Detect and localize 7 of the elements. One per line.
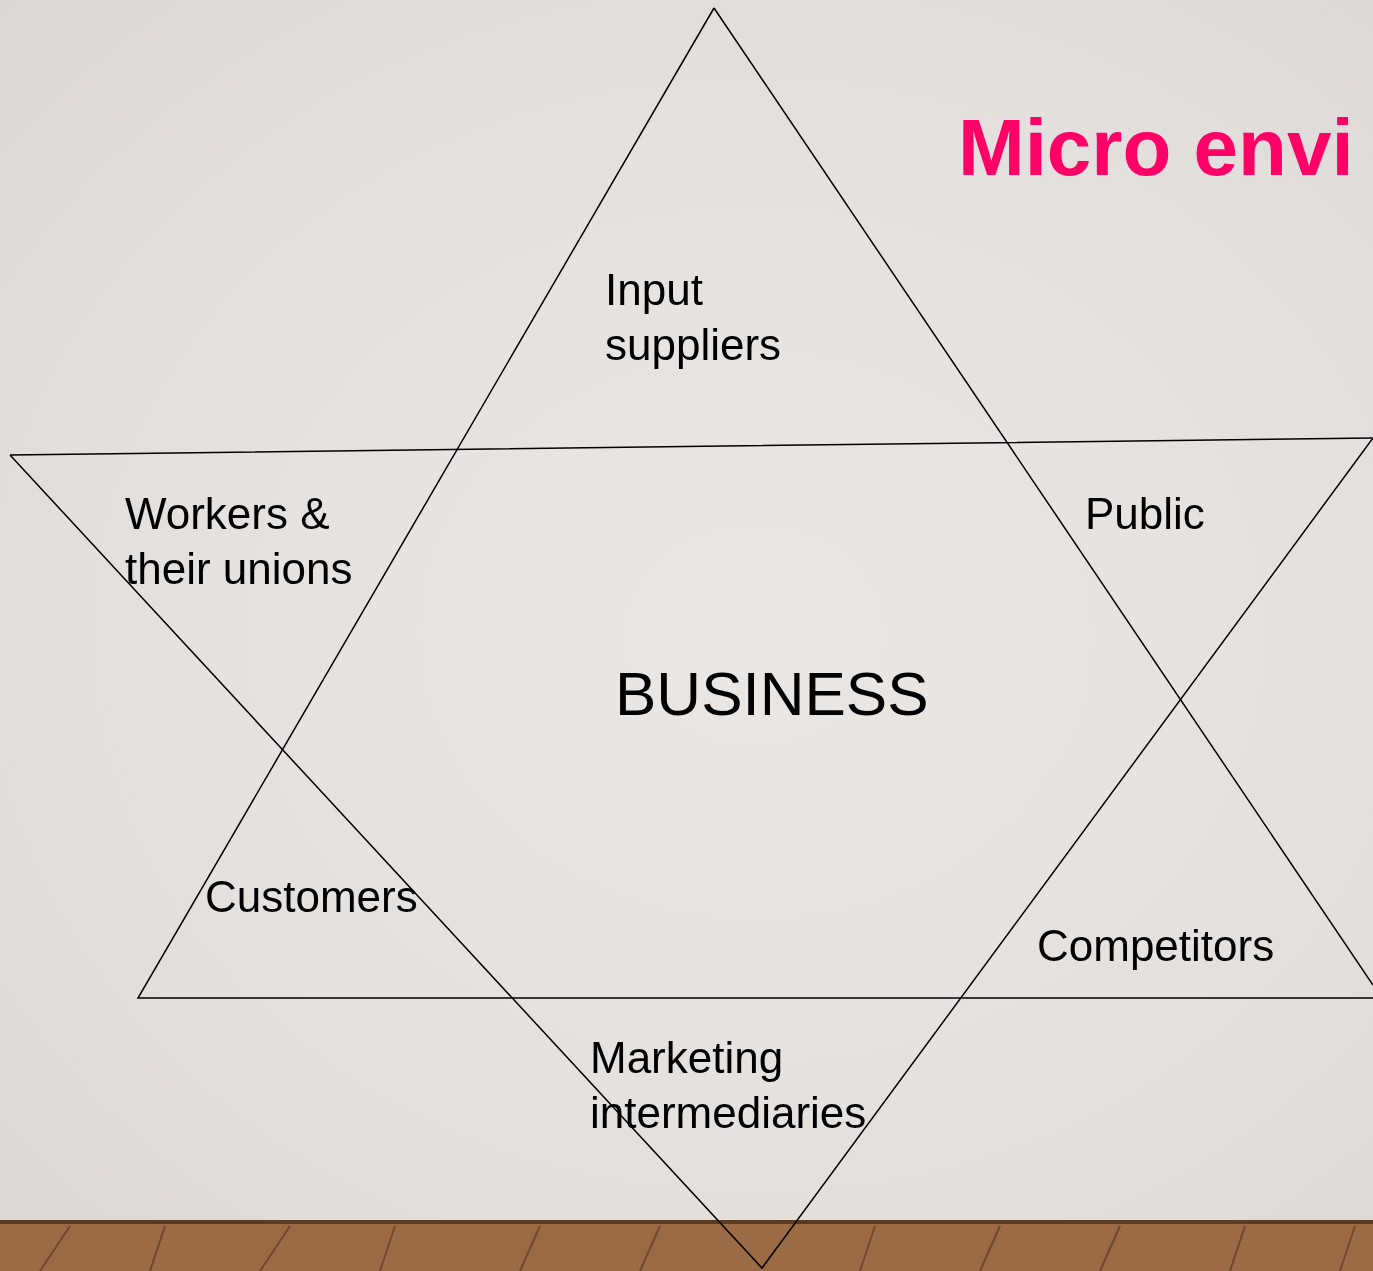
- center-label: BUSINESS: [615, 658, 930, 730]
- segment-label: Input suppliers: [605, 264, 783, 371]
- segment-label: Competitors: [1037, 920, 1276, 972]
- segment-label: Workers & their unions: [125, 488, 354, 595]
- segment-label: Public: [1085, 488, 1206, 540]
- slide-title: Micro envi: [958, 102, 1354, 194]
- segment-label: Customers: [205, 871, 419, 923]
